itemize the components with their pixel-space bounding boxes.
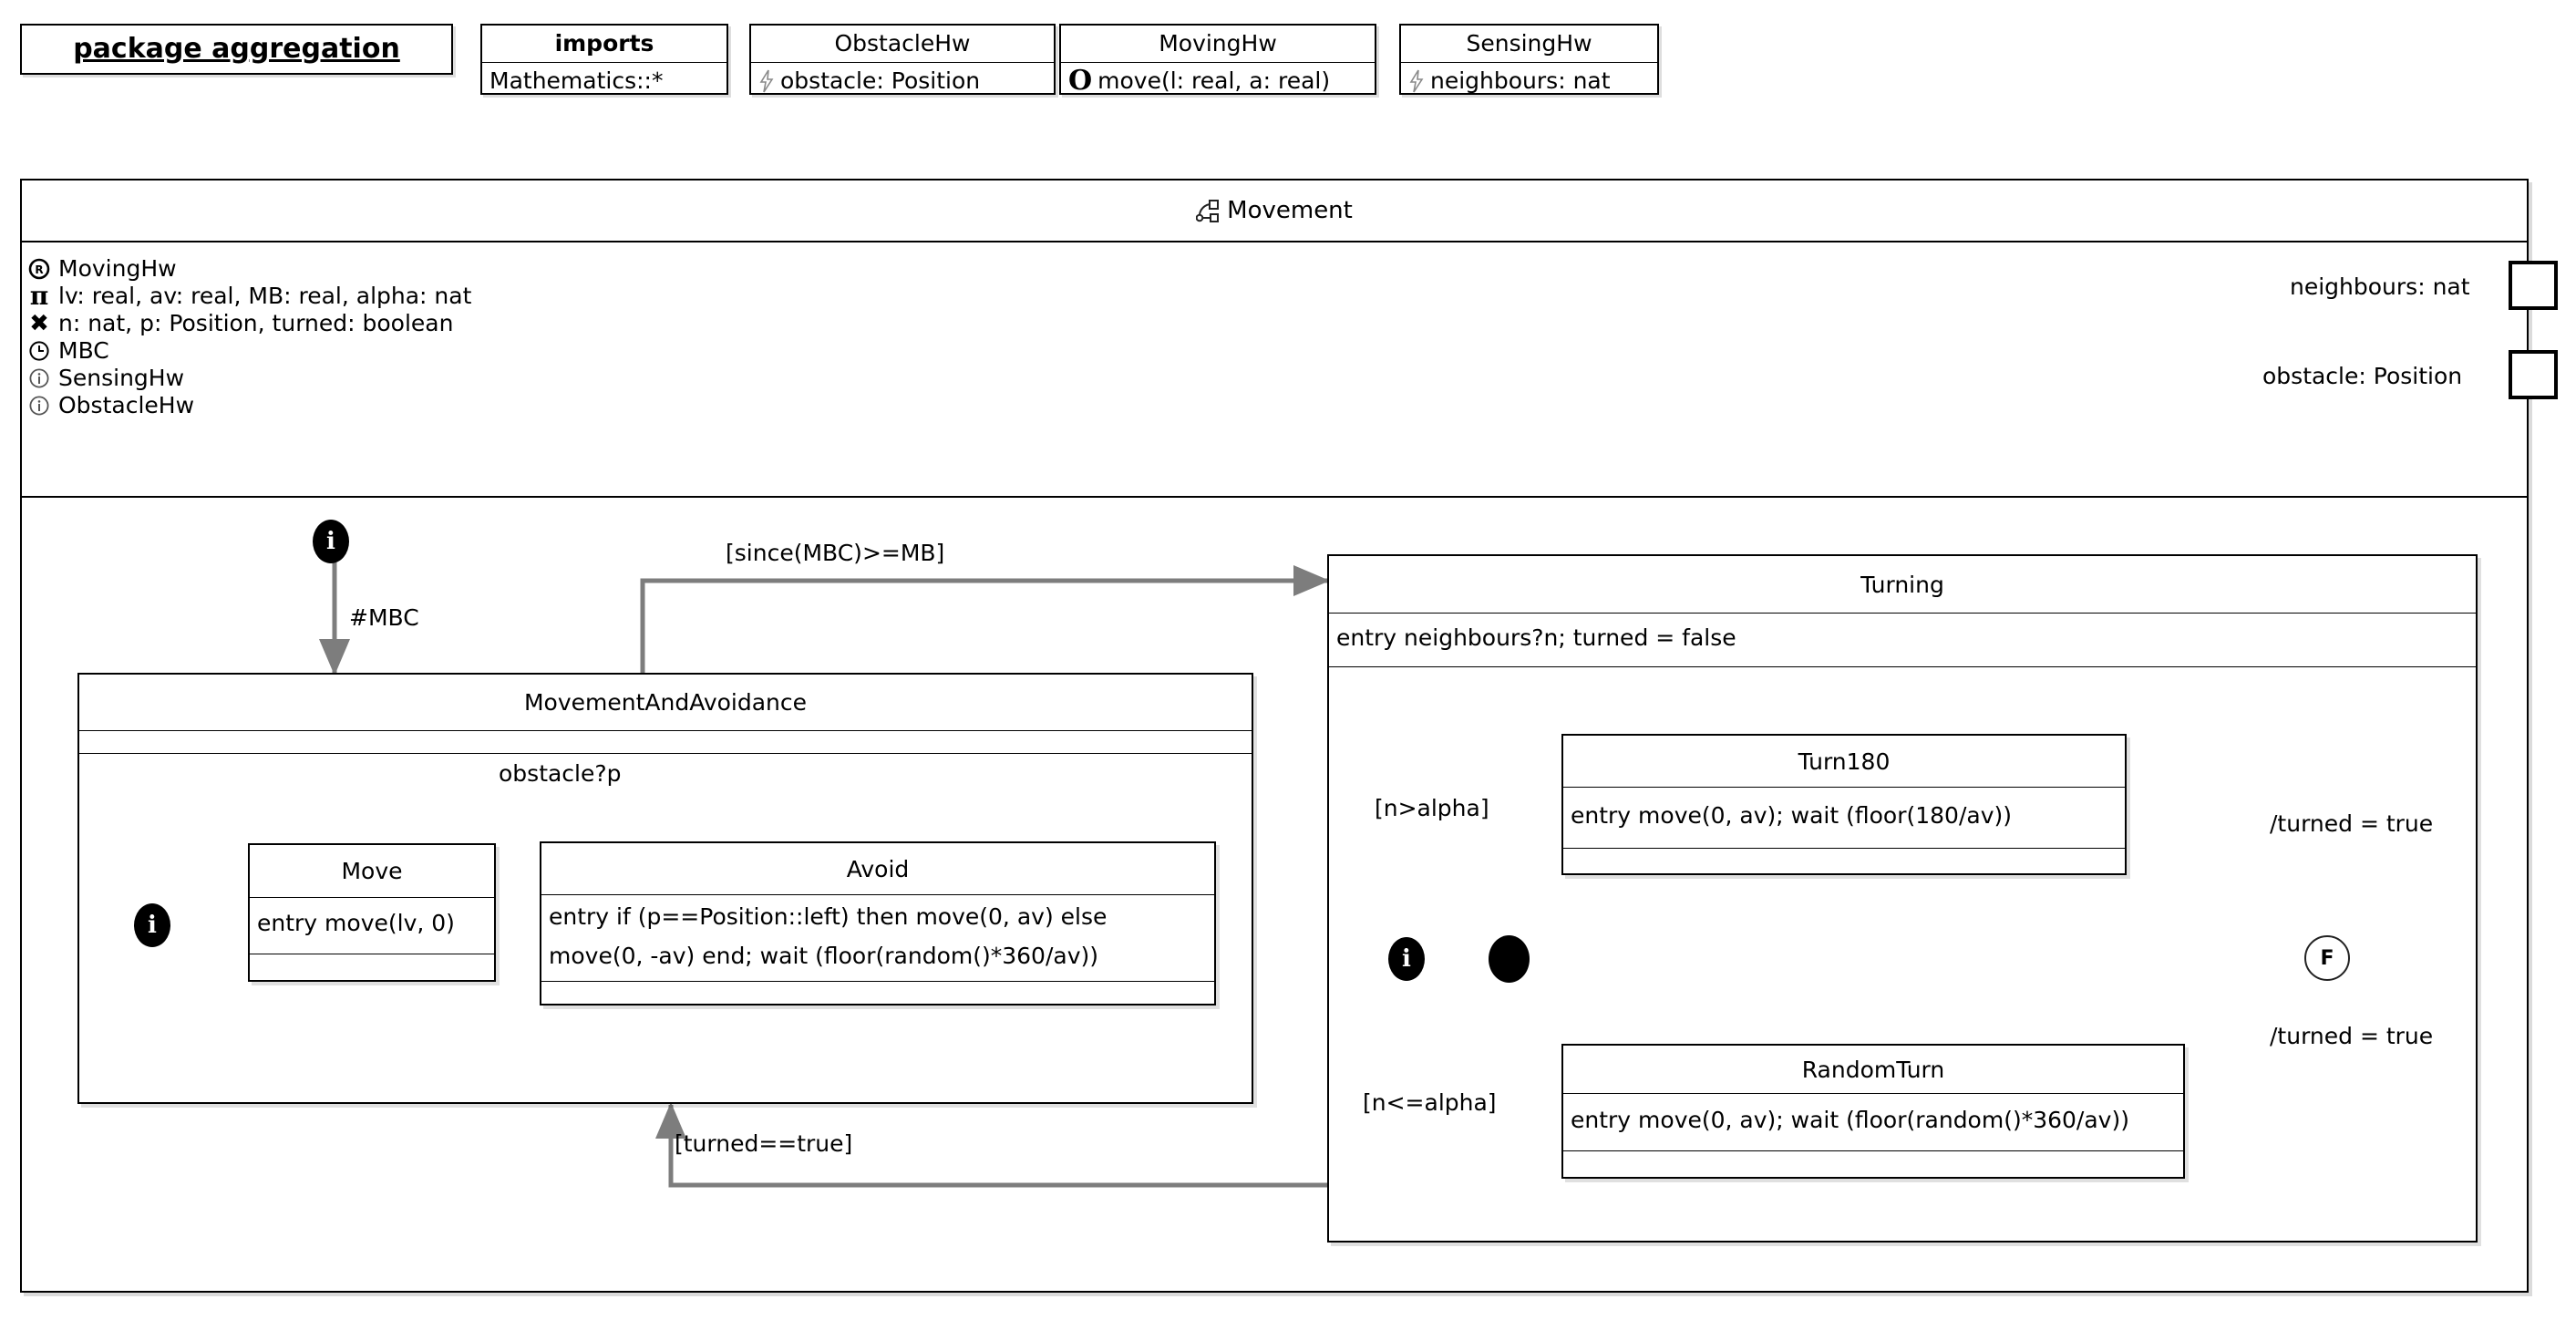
classifier-feature: O move(l: real, a: real) [1061, 63, 1375, 99]
transition-label-turned-true-2: /turned = true [2270, 1023, 2434, 1049]
state-footer [1563, 849, 2125, 875]
attribute-label: SensingHw [58, 365, 185, 391]
movement-attributes: R MovingHw π lv: real, av: real, MB: rea… [22, 242, 2527, 498]
info-icon [27, 367, 51, 389]
signal-icon [758, 69, 775, 93]
classifier-imports: imports Mathematics::* [480, 24, 728, 95]
attribute-row: ✖ n: nat, p: Position, turned: boolean [27, 310, 2527, 337]
classifier-obstaclehw: ObstacleHw obstacle: Position [749, 24, 1056, 95]
state-body: entry if (p==Position::left) then move(0… [541, 895, 1214, 982]
state-avoid[interactable]: Avoid entry if (p==Position::left) then … [540, 841, 1216, 1005]
state-footer [1563, 1151, 2183, 1179]
attribute-row: π lv: real, av: real, MB: real, alpha: n… [27, 283, 2527, 310]
initial-pseudostate-outer[interactable]: i [313, 520, 349, 563]
classifier-feature: neighbours: nat [1401, 63, 1657, 99]
transition-label-turned-true-1: /turned = true [2270, 810, 2434, 837]
port-obstacle-label: obstacle: Position [2262, 363, 2463, 389]
state-footer [541, 982, 1214, 1009]
junction-pseudostate[interactable] [1489, 935, 1530, 983]
constant-pi-icon: π [29, 281, 49, 311]
state-body: entry move(0, av); wait (floor(180/av)) [1563, 788, 2125, 849]
state-name: Avoid [541, 843, 1214, 895]
classifier-name: ObstacleHw [751, 26, 1054, 63]
transition-label-mbc: #MBC [349, 604, 419, 631]
final-state[interactable]: F [2304, 935, 2350, 981]
state-body: entry neighbours?n; turned = false [1329, 614, 2476, 667]
attribute-label: MovingHw [58, 255, 177, 282]
info-icon [27, 395, 51, 417]
port-neighbours[interactable] [2509, 261, 2558, 310]
classifier-name: MovingHw [1061, 26, 1375, 63]
attribute-label: lv: real, av: real, MB: real, alpha: nat [58, 283, 472, 309]
classifier-name: imports [482, 26, 726, 63]
movinghw-feature-label: move(l: real, a: real) [1097, 67, 1331, 94]
package-label: package aggregation [73, 33, 400, 65]
transition-label-n-le-alpha: [n<=alpha] [1363, 1089, 1497, 1116]
state-name: RandomTurn [1563, 1046, 2183, 1094]
state-turn180[interactable]: Turn180 entry move(0, av); wait (floor(1… [1561, 734, 2127, 875]
state-move[interactable]: Move entry move(lv, 0) [248, 843, 496, 982]
state-body [79, 731, 1252, 754]
attribute-row: R MovingHw [27, 255, 2527, 283]
variable-x-icon: ✖ [29, 310, 49, 337]
state-name: Turn180 [1563, 736, 2125, 788]
state-body: entry move(0, av); wait (floor(random()*… [1563, 1094, 2183, 1151]
clock-icon [27, 340, 51, 362]
port-obstacle[interactable] [2509, 350, 2558, 399]
initial-pseudostate-move[interactable]: i [134, 903, 170, 947]
attribute-row: ObstacleHw [27, 392, 2527, 419]
package-box: package aggregation [20, 24, 453, 75]
classifier-sensinghw: SensingHw neighbours: nat [1399, 24, 1659, 95]
attribute-label: MBC [58, 337, 109, 364]
required-interface-icon: R [27, 258, 51, 280]
signal-icon [1408, 69, 1425, 93]
classifier-feature: Mathematics::* [482, 63, 726, 99]
state-name: MovementAndAvoidance [79, 675, 1252, 731]
state-body: entry move(lv, 0) [250, 898, 494, 954]
imports-feature-label: Mathematics::* [489, 67, 664, 94]
classifier-name: SensingHw [1401, 26, 1657, 63]
transition-label-n-gt-alpha: [n>alpha] [1375, 795, 1489, 821]
attribute-row: SensingHw [27, 365, 2527, 392]
state-machine-icon [1196, 199, 1220, 222]
svg-text:R: R [35, 263, 43, 276]
operation-icon: O [1068, 65, 1093, 97]
attribute-row: MBC [27, 337, 2527, 365]
sensinghw-feature-label: neighbours: nat [1430, 67, 1611, 94]
initial-pseudostate-turning[interactable]: i [1388, 937, 1425, 981]
port-neighbours-label: neighbours: nat [2290, 273, 2470, 300]
movement-header: Movement [22, 180, 2527, 242]
transition-label-turned-eq: [turned==true] [675, 1130, 853, 1157]
transition-label-obstacle: obstacle?p [499, 760, 622, 787]
classifier-feature: obstacle: Position [751, 63, 1054, 99]
obstaclehw-feature-label: obstacle: Position [780, 67, 981, 94]
movement-title: Movement [1227, 197, 1353, 224]
state-footer [250, 954, 494, 982]
state-name: Turning [1329, 556, 2476, 614]
state-name: Move [250, 845, 494, 898]
classifier-movinghw: MovingHw O move(l: real, a: real) [1059, 24, 1376, 95]
state-random-turn[interactable]: RandomTurn entry move(0, av); wait (floo… [1561, 1044, 2185, 1179]
attribute-label: ObstacleHw [58, 392, 195, 418]
attribute-label: n: nat, p: Position, turned: boolean [58, 310, 454, 336]
transition-label-since-mbc: [since(MBC)>=MB] [726, 540, 945, 566]
